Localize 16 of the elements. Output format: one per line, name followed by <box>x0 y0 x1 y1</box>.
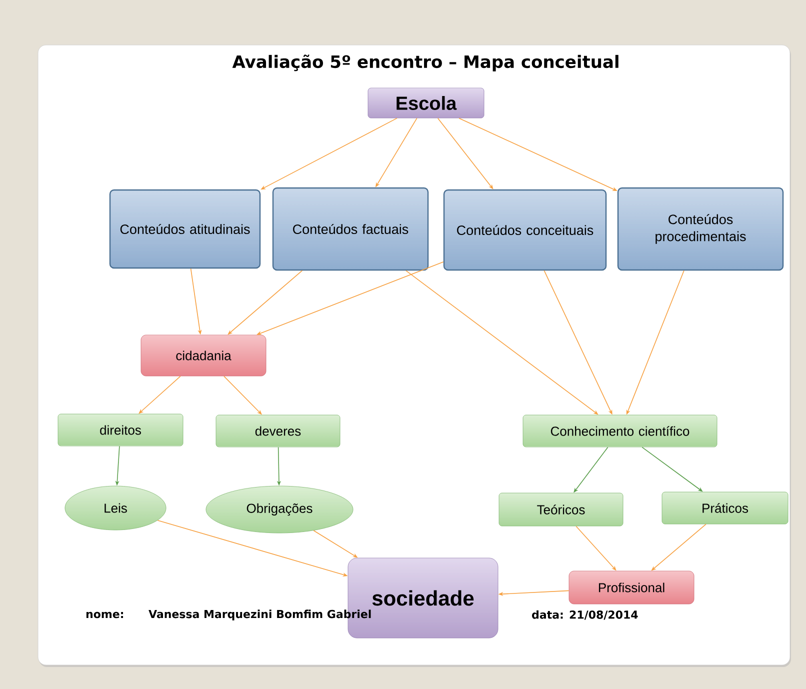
concept-box: cidadania <box>140 334 266 376</box>
concept-box: Profissional <box>568 570 694 604</box>
title: Avaliação 5º encontro – Mapa conceitual <box>232 54 618 72</box>
concept-box: Conhecimento científico <box>522 414 718 448</box>
footer-text: nome: <box>86 612 124 618</box>
footer-text: Vanessa Marquezini Bomfim Gabriel <box>148 610 371 620</box>
concept-box: Conteúdos atitudinais <box>109 189 261 269</box>
concept-box: Conteúdos conceituais <box>443 189 607 271</box>
concept-box: direitos <box>58 414 184 446</box>
concept-box: Escola <box>368 88 484 118</box>
concept-box: Conteúdos factuais <box>272 187 429 271</box>
footer-text: data: 21/08/2014 <box>532 610 638 620</box>
concept-box: deveres <box>216 414 340 448</box>
concept-box: Teóricos <box>498 492 624 526</box>
concept-box: Práticos <box>662 492 788 524</box>
concept-box: Conteúdos procedimentais <box>617 187 784 271</box>
